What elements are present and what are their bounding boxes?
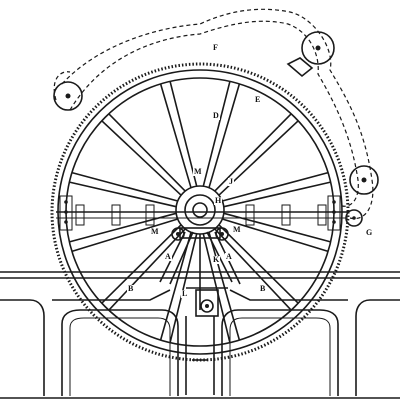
hub-axle xyxy=(192,202,208,218)
linkage-pivots xyxy=(171,227,229,241)
label-B-left: B xyxy=(127,284,135,293)
label-A-right: A xyxy=(225,252,233,261)
spoke-11-edge-2 xyxy=(108,113,186,192)
label-M-left: M xyxy=(150,227,160,236)
spoke-5-edge-1 xyxy=(218,224,299,304)
rim-bolt-plate-left xyxy=(59,195,73,231)
spoke-4-edge-2 xyxy=(222,218,329,253)
label-F: F xyxy=(212,43,219,52)
center-column xyxy=(185,316,215,395)
spoke-3-edge-1 xyxy=(222,171,329,202)
spoke-9-edge-1 xyxy=(71,218,178,253)
label-G: G xyxy=(365,228,374,237)
spoke-8-edge-2 xyxy=(101,224,182,304)
spoke-12-edge-1 xyxy=(159,83,192,188)
spoke-8-edge-1 xyxy=(108,228,186,311)
spoke-5-edge-2 xyxy=(214,228,292,311)
spoke-10-edge-1 xyxy=(69,181,177,208)
spoke-7-edge-2 xyxy=(159,232,192,341)
label-J: J xyxy=(228,177,234,186)
spoke-12-edge-2 xyxy=(169,81,198,187)
spoke-1-edge-1 xyxy=(202,81,231,187)
wheel-spokes xyxy=(69,81,331,343)
hub-middle xyxy=(184,194,216,226)
spoke-1-edge-2 xyxy=(208,83,241,188)
idler-pulley-left xyxy=(53,81,83,111)
label-M-top: M xyxy=(193,167,203,176)
spoke-7-edge-1 xyxy=(169,233,198,343)
label-A-left: A xyxy=(164,252,172,261)
base-window-left xyxy=(61,309,179,396)
label-D: D xyxy=(212,111,220,120)
small-pulley-g xyxy=(345,209,363,227)
spoke-2-edge-1 xyxy=(214,113,292,192)
lower-pivot-assembly xyxy=(186,287,228,317)
label-M-right: M xyxy=(232,225,242,234)
chain-path-inner xyxy=(69,20,359,207)
rim-bolt-plate-right xyxy=(327,195,341,231)
hub-outer xyxy=(175,185,225,235)
spoke-6-edge-1 xyxy=(208,232,241,341)
label-L: L xyxy=(181,289,189,298)
axle-fittings xyxy=(75,204,327,226)
base-window-right xyxy=(221,309,339,396)
label-B-right: B xyxy=(259,284,267,293)
idler-pulley-top-right xyxy=(301,31,335,65)
spoke-3-edge-2 xyxy=(223,181,331,208)
label-E: E xyxy=(254,95,262,104)
spoke-10-edge-2 xyxy=(71,171,178,202)
base-frame xyxy=(0,271,400,396)
idler-pulley-right xyxy=(349,165,379,195)
chain-path-lower xyxy=(53,71,71,101)
chain-path-outer xyxy=(61,8,374,220)
label-H: H xyxy=(214,196,223,205)
label-K: K xyxy=(212,255,221,264)
tensioner-arm xyxy=(286,57,314,78)
spoke-11-edge-1 xyxy=(101,120,182,196)
